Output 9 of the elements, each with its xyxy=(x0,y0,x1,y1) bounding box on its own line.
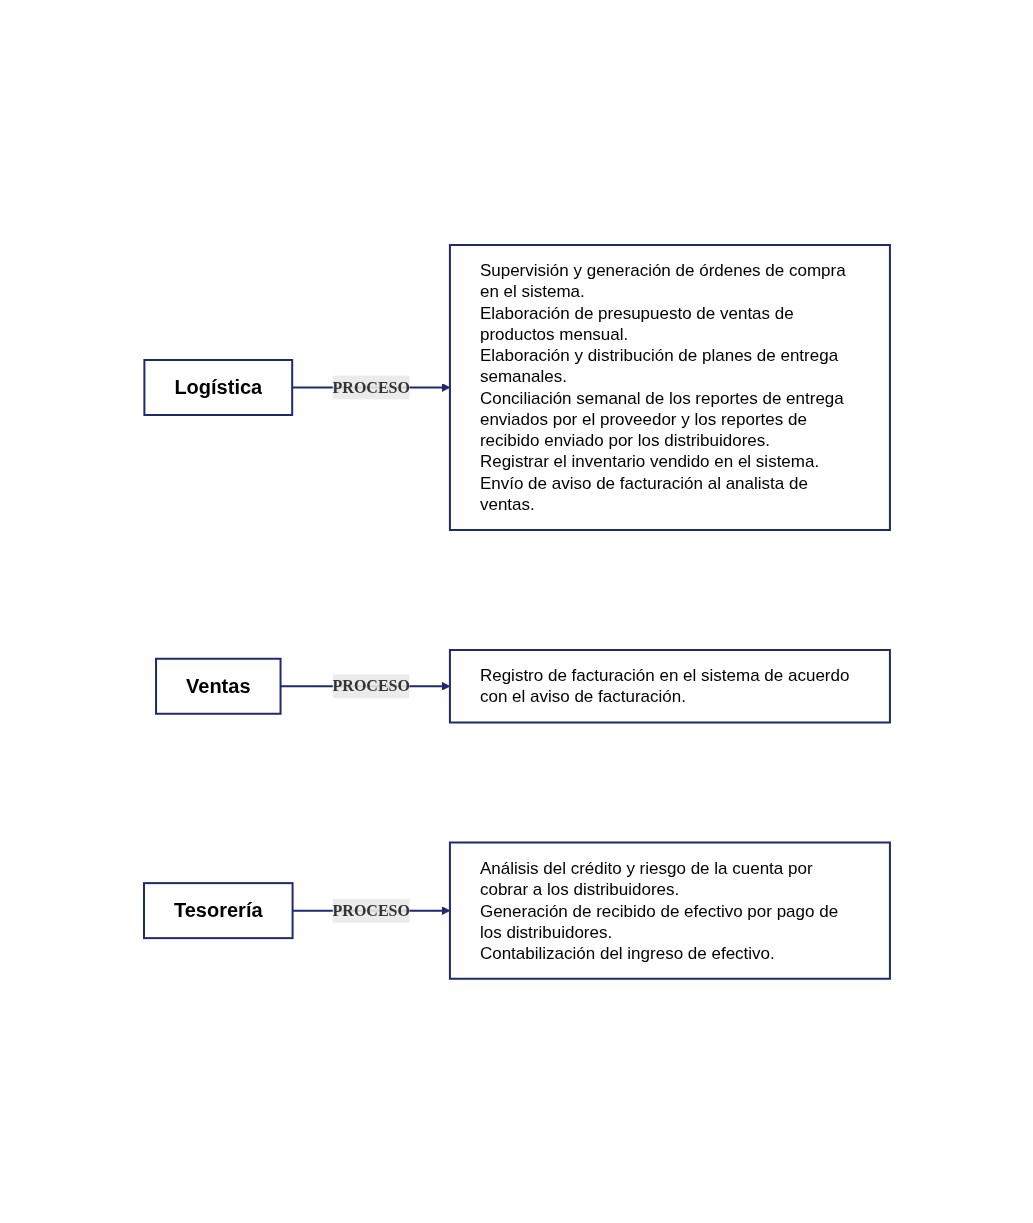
node-box: Logística xyxy=(142,358,293,416)
node-box: Tesorería xyxy=(142,881,294,939)
node-box: Análisis del crédito y riesgo de la cuenta por cobrar a los distribuidores. Generación de recibido de efectivo por pago de los distribuidores. Contabilización del ingreso de efectivo. xyxy=(448,841,891,980)
node-box: Supervisión y generación de órdenes de compra en el sistema. Elaboración de presupuesto de ventas de productos mensual. Elaboración y distribución de planes de entrega semanales. Conciliación semanal de los reportes de entrega enviados por el proveedor y los reportes de recibido enviado por los distribuidores. Registrar el inventario vendido en el sistema. Envío de aviso de facturación al analista de ventas. xyxy=(448,243,891,531)
edge-label: PROCESO xyxy=(332,901,410,919)
node-box: Registro de facturación en el sistema de acuerdo con el aviso de facturación. xyxy=(448,648,891,724)
edge-label: PROCESO xyxy=(332,676,410,694)
edge-label: PROCESO xyxy=(332,378,410,396)
node-box: Ventas xyxy=(154,657,282,715)
